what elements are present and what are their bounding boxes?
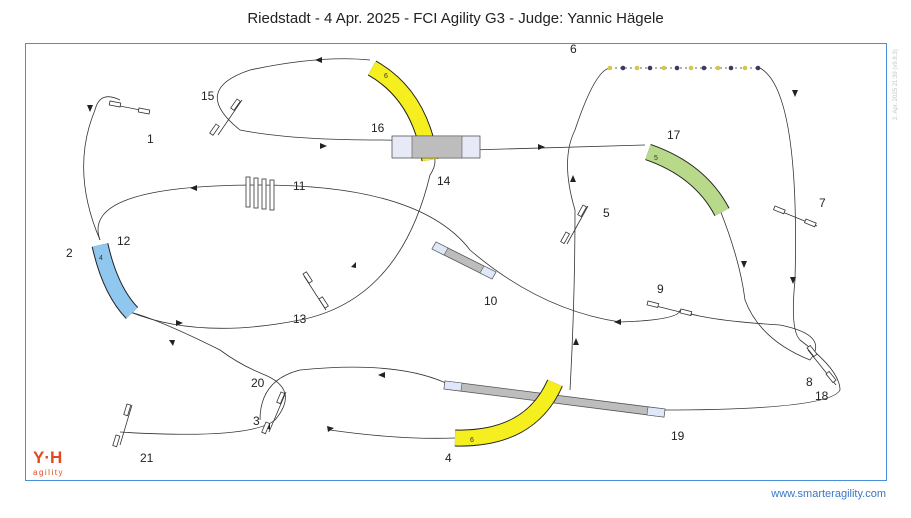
weave-poles — [607, 65, 761, 71]
seesaw — [431, 241, 497, 280]
num-9: 9 — [657, 282, 664, 296]
num-18: 18 — [815, 389, 829, 403]
num-20: 20 — [251, 376, 265, 390]
num-10: 10 — [484, 294, 498, 308]
num-2: 2 — [66, 246, 73, 260]
table-obstacle — [391, 135, 481, 159]
tunnel-blue: 4 — [91, 243, 139, 319]
jumps — [108, 98, 837, 448]
obstacle-numbers: 1 2 3 4 5 6 7 8 9 10 11 12 13 14 15 16 1… — [66, 42, 829, 465]
num-12: 12 — [117, 234, 131, 248]
num-14: 14 — [437, 174, 451, 188]
tunnel-blue-label: 4 — [99, 255, 103, 262]
long-jump — [245, 176, 275, 211]
num-3: 3 — [253, 414, 260, 428]
dog-path — [83, 57, 841, 439]
website-link[interactable]: www.smarteragility.com — [771, 488, 886, 500]
tunnel-green: 5 — [645, 143, 730, 217]
num-4: 4 — [445, 451, 452, 465]
svg-text:Y·H: Y·H — [33, 448, 62, 467]
svg-text:agility: agility — [33, 468, 64, 477]
num-5: 5 — [603, 206, 610, 220]
num-11: 11 — [293, 179, 306, 193]
num-21: 21 — [140, 451, 154, 465]
tunnel-green-label: 5 — [654, 155, 658, 162]
num-13: 13 — [293, 312, 307, 326]
num-19: 19 — [671, 429, 685, 443]
tunnel-bottom-label: 6 — [470, 437, 474, 444]
num-15: 15 — [201, 89, 215, 103]
brand-logo: Y·H agility — [33, 448, 64, 477]
num-7: 7 — [819, 196, 826, 210]
page-title: Riedstadt - 4 Apr. 2025 - FCI Agility G3… — [247, 10, 664, 27]
num-6: 6 — [570, 42, 577, 56]
num-8: 8 — [806, 375, 813, 389]
num-17: 17 — [667, 128, 681, 142]
num-16: 16 — [371, 121, 385, 135]
tunnel-top-label: 6 — [384, 73, 388, 80]
tunnel-bottom-yellow: 6 — [454, 379, 563, 447]
num-1: 1 — [147, 132, 154, 146]
course-frame — [25, 43, 887, 481]
